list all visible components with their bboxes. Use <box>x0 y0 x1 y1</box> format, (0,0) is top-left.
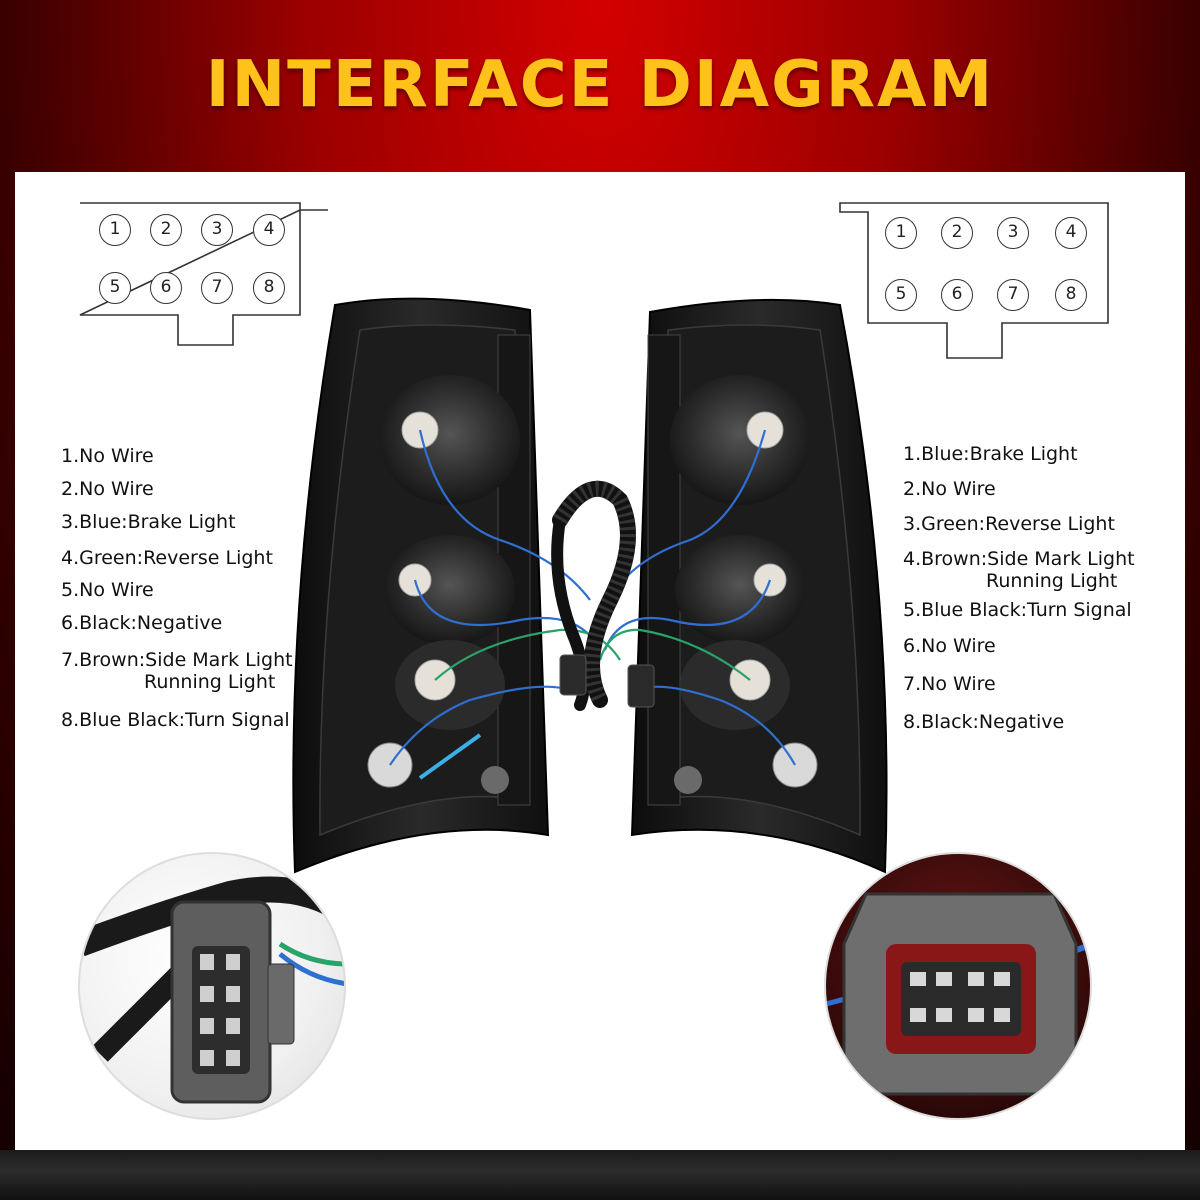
lamp-wires <box>389 429 796 766</box>
left-wire-6: 6.Black:Negative <box>61 612 223 634</box>
right-pin-6: 6 <box>941 279 973 311</box>
bottom-dark-strip <box>0 1150 1200 1200</box>
left-wire-7-continuation: Running Light <box>144 671 276 693</box>
right-wire-4: 4.Brown:Side Mark Light Running Light <box>903 548 1135 592</box>
right-wire-7: 7.No Wire <box>903 673 996 695</box>
left-pin-6: 6 <box>150 272 182 304</box>
left-wire-2: 2.No Wire <box>61 478 154 500</box>
right-wire-2: 2.No Wire <box>903 478 996 500</box>
left-pin-7: 7 <box>201 272 233 304</box>
right-pin-2: 2 <box>941 217 973 249</box>
left-closeup-art <box>80 876 344 1104</box>
left-pin-4: 4 <box>253 214 285 246</box>
right-wire-8: 8.Black:Negative <box>903 711 1065 733</box>
right-tail-lamp <box>630 298 888 874</box>
left-wire-4: 4.Green:Reverse Light <box>61 547 273 569</box>
left-brake-bulb-socket <box>380 375 520 505</box>
right-wire-6: 6.No Wire <box>903 635 996 657</box>
right-pin-8: 8 <box>1055 279 1087 311</box>
page-title: INTERFACE DIAGRAM <box>205 48 995 122</box>
left-pin-8: 8 <box>253 272 285 304</box>
right-connector-closeup <box>824 852 1092 1120</box>
right-brake-bulb-socket <box>670 375 810 505</box>
left-wire-7-label: 7.Brown:Side Mark Light <box>61 649 293 671</box>
right-pin-7: 7 <box>997 279 1029 311</box>
left-pin-1: 1 <box>99 214 131 246</box>
right-wire-4-continuation: Running Light <box>986 570 1118 592</box>
left-wire-7: 7.Brown:Side Mark Light Running Light <box>61 649 293 693</box>
harness-plug-right <box>627 664 655 708</box>
left-tail-lamp <box>292 297 550 874</box>
right-pin-3: 3 <box>997 217 1029 249</box>
harness-plug-left <box>559 654 587 696</box>
left-pin-5: 5 <box>99 272 131 304</box>
right-closeup-art <box>826 892 1090 1096</box>
left-lamp-arrow <box>418 733 482 780</box>
right-wire-1: 1.Blue:Brake Light <box>903 443 1078 465</box>
right-wire-5: 5.Blue Black:Turn Signal <box>903 599 1132 621</box>
wire-harness <box>551 480 655 711</box>
right-wire-3: 3.Green:Reverse Light <box>903 513 1115 535</box>
left-wire-1: 1.No Wire <box>61 445 154 467</box>
right-wire-4-label: 4.Brown:Side Mark Light <box>903 548 1135 570</box>
left-reverse-bulb-socket <box>385 535 515 645</box>
left-pin-3: 3 <box>201 214 233 246</box>
left-wire-8: 8.Blue Black:Turn Signal <box>61 709 290 731</box>
left-wire-3: 3.Blue:Brake Light <box>61 511 236 533</box>
left-wire-5: 5.No Wire <box>61 579 154 601</box>
right-pin-5: 5 <box>885 279 917 311</box>
right-pin-1: 1 <box>885 217 917 249</box>
right-pin-4: 4 <box>1055 217 1087 249</box>
left-pin-2: 2 <box>150 214 182 246</box>
right-reverse-bulb-socket <box>675 535 805 645</box>
left-connector-closeup <box>78 852 346 1120</box>
